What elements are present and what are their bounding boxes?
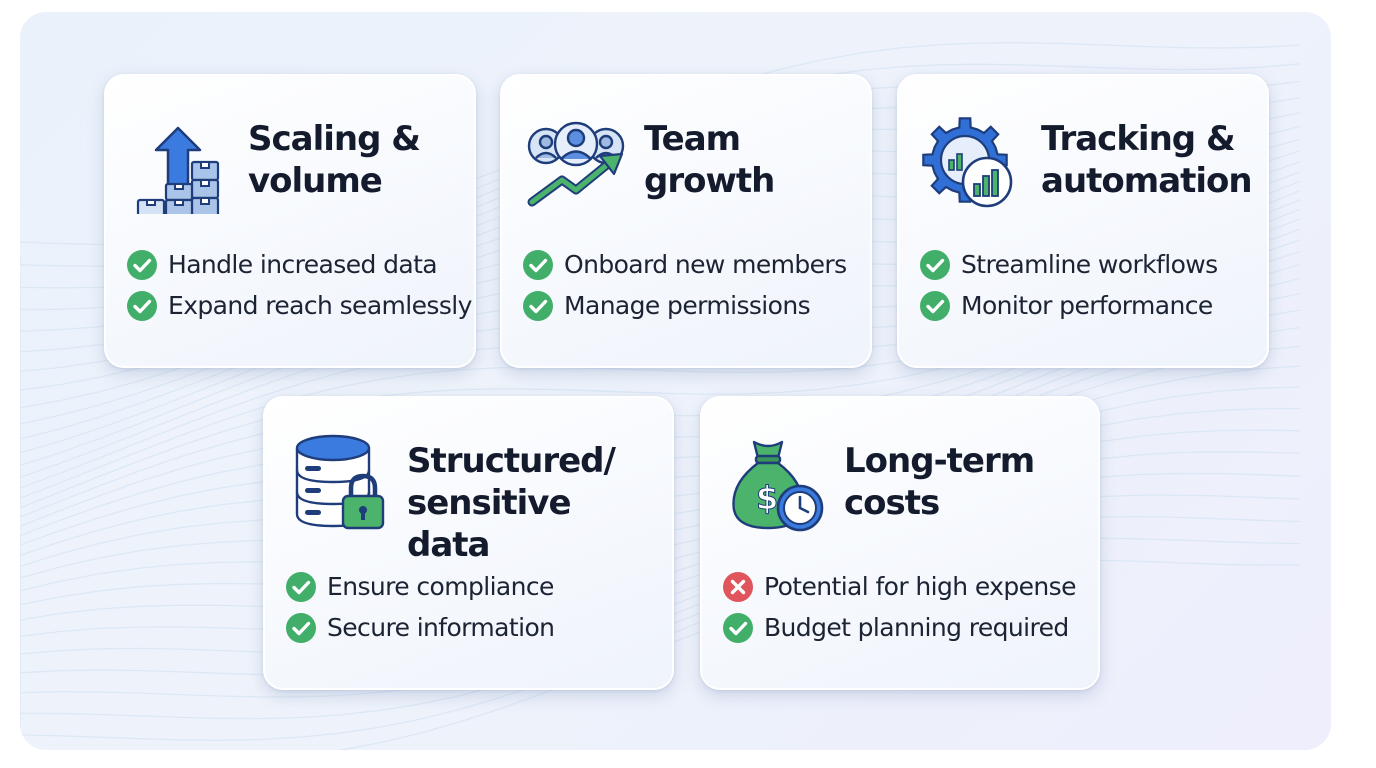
check-icon bbox=[920, 290, 950, 321]
card-long-term-costs: $ Long-term costs Potential for high exp… bbox=[700, 396, 1100, 690]
check-icon bbox=[523, 249, 553, 280]
list-item: Onboard new members bbox=[522, 244, 847, 285]
gear-chart-icon bbox=[921, 110, 1025, 214]
list-item: Manage permissions bbox=[522, 285, 847, 326]
bullet-list: Streamline workflows Monitor performance bbox=[919, 244, 1218, 326]
check-icon bbox=[127, 249, 157, 280]
list-item: Ensure compliance bbox=[285, 566, 554, 607]
card-scaling-volume: Scaling & volume Handle increased data E… bbox=[104, 74, 476, 368]
bullet-list: Handle increased data Expand reach seaml… bbox=[126, 244, 472, 326]
card-title: Team growth bbox=[644, 119, 775, 201]
card-structured-sensitive-data: Structured/ sensitive data Ensure compli… bbox=[263, 396, 674, 690]
bullet-text: Onboard new members bbox=[564, 250, 847, 279]
list-item: Expand reach seamlessly bbox=[126, 285, 472, 326]
cross-icon bbox=[723, 571, 753, 602]
check-icon bbox=[723, 612, 753, 643]
bullet-text: Budget planning required bbox=[764, 613, 1069, 642]
bullet-list: Ensure compliance Secure information bbox=[285, 566, 555, 648]
card-title: Long-term costs bbox=[844, 441, 1035, 523]
bullet-text: Secure information bbox=[327, 613, 555, 642]
money-bag-clock-icon: $ bbox=[724, 432, 828, 536]
card-title: Scaling & volume bbox=[248, 119, 421, 201]
check-icon bbox=[127, 290, 157, 321]
card-team-growth: Team growth Onboard new members Manage p… bbox=[500, 74, 872, 368]
scaling-boxes-icon bbox=[128, 110, 232, 214]
bullet-list: Potential for high expense Budget planni… bbox=[722, 566, 1076, 648]
list-item: Potential for high expense bbox=[722, 566, 1076, 607]
bullet-text: Ensure compliance bbox=[327, 572, 554, 601]
check-icon bbox=[920, 249, 950, 280]
bullet-text: Streamline workflows bbox=[961, 250, 1218, 279]
card-tracking-automation: Tracking & automation Streamline workflo… bbox=[897, 74, 1269, 368]
team-growth-icon bbox=[524, 110, 628, 214]
bullet-text: Manage permissions bbox=[564, 291, 811, 320]
bullet-text: Handle increased data bbox=[168, 250, 438, 279]
bullet-text: Expand reach seamlessly bbox=[168, 291, 472, 320]
bullet-text: Potential for high expense bbox=[764, 572, 1076, 601]
svg-text:$: $ bbox=[756, 479, 778, 517]
check-icon bbox=[523, 290, 553, 321]
background-panel: Scaling & volume Handle increased data E… bbox=[20, 12, 1331, 750]
check-icon bbox=[286, 612, 316, 643]
database-lock-icon bbox=[287, 432, 391, 536]
bullet-list: Onboard new members Manage permissions bbox=[522, 244, 847, 326]
list-item: Handle increased data bbox=[126, 244, 472, 285]
card-title: Tracking & automation bbox=[1041, 119, 1253, 201]
list-item: Secure information bbox=[285, 607, 555, 648]
bullet-text: Monitor performance bbox=[961, 291, 1213, 320]
list-item: Streamline workflows bbox=[919, 244, 1218, 285]
card-title: Structured/ sensitive data bbox=[407, 441, 616, 565]
list-item: Monitor performance bbox=[919, 285, 1218, 326]
list-item: Budget planning required bbox=[722, 607, 1076, 648]
check-icon bbox=[286, 571, 316, 602]
